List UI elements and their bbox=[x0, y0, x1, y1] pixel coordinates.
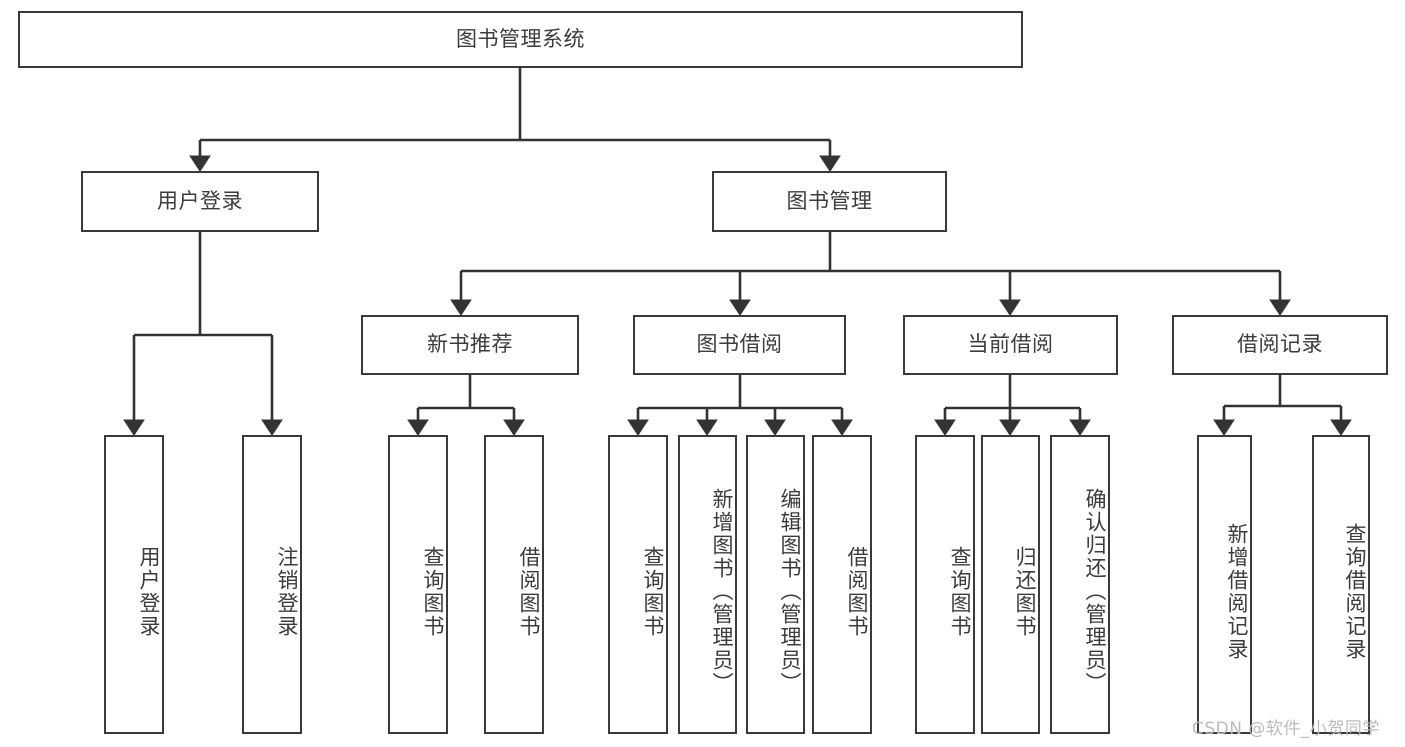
leaf-logout-label: 注销登录 bbox=[275, 545, 299, 638]
leaf-user-login-label: 用户登录 bbox=[137, 545, 161, 638]
leaf-edit-book-label: 编辑图书（管理员） bbox=[778, 488, 802, 695]
node-root-label: 图书管理系统 bbox=[456, 26, 585, 51]
node-user-login[interactable]: 用户登录 bbox=[81, 171, 319, 232]
node-borrow-record[interactable]: 借阅记录 bbox=[1172, 315, 1388, 375]
leaf-return-book-label: 归还图书 bbox=[1013, 545, 1037, 638]
leaf-query-book-1-label: 查询图书 bbox=[421, 545, 445, 638]
leaf-borrow-book-1-label: 借阅图书 bbox=[517, 545, 541, 638]
leaf-query-book-2-label: 查询图书 bbox=[641, 545, 665, 638]
leaf-borrow-book-2[interactable]: 借阅图书 bbox=[812, 435, 872, 734]
leaf-query-book-3-label: 查询图书 bbox=[948, 545, 972, 638]
node-root[interactable]: 图书管理系统 bbox=[18, 11, 1023, 68]
leaf-add-book[interactable]: 新增图书（管理员） bbox=[678, 435, 737, 734]
node-user-login-label: 用户登录 bbox=[157, 188, 243, 213]
leaf-query-book-2[interactable]: 查询图书 bbox=[608, 435, 668, 734]
leaf-query-record-label: 查询借阅记录 bbox=[1343, 522, 1367, 661]
node-borrow-record-label: 借阅记录 bbox=[1237, 332, 1323, 357]
leaf-return-book[interactable]: 归还图书 bbox=[981, 435, 1040, 734]
node-current-borrow[interactable]: 当前借阅 bbox=[903, 315, 1118, 375]
node-new-book-rec[interactable]: 新书推荐 bbox=[361, 315, 579, 375]
node-book-borrow[interactable]: 图书借阅 bbox=[633, 315, 846, 375]
node-book-borrow-label: 图书借阅 bbox=[696, 332, 783, 357]
leaf-edit-book[interactable]: 编辑图书（管理员） bbox=[746, 435, 805, 734]
node-book-manage[interactable]: 图书管理 bbox=[712, 171, 947, 232]
leaf-query-book-3[interactable]: 查询图书 bbox=[915, 435, 975, 734]
leaf-query-book-1[interactable]: 查询图书 bbox=[388, 435, 448, 734]
leaf-add-book-label: 新增图书（管理员） bbox=[710, 488, 734, 695]
leaf-user-login[interactable]: 用户登录 bbox=[104, 435, 164, 734]
leaf-logout[interactable]: 注销登录 bbox=[242, 435, 302, 734]
leaf-add-record-label: 新增借阅记录 bbox=[1225, 522, 1249, 661]
leaf-confirm-return-label: 确认归还（管理员） bbox=[1083, 488, 1107, 695]
csdn-watermark: CSDN @软件_小贺同学 bbox=[1192, 719, 1380, 739]
leaf-query-record[interactable]: 查询借阅记录 bbox=[1312, 435, 1370, 734]
leaf-add-record[interactable]: 新增借阅记录 bbox=[1197, 435, 1252, 734]
node-book-manage-label: 图书管理 bbox=[786, 188, 873, 213]
leaf-borrow-book-1[interactable]: 借阅图书 bbox=[484, 435, 544, 734]
leaf-confirm-return[interactable]: 确认归还（管理员） bbox=[1050, 435, 1110, 734]
leaf-borrow-book-2-label: 借阅图书 bbox=[845, 545, 869, 638]
node-current-borrow-label: 当前借阅 bbox=[967, 332, 1054, 357]
node-new-book-rec-label: 新书推荐 bbox=[427, 332, 513, 357]
